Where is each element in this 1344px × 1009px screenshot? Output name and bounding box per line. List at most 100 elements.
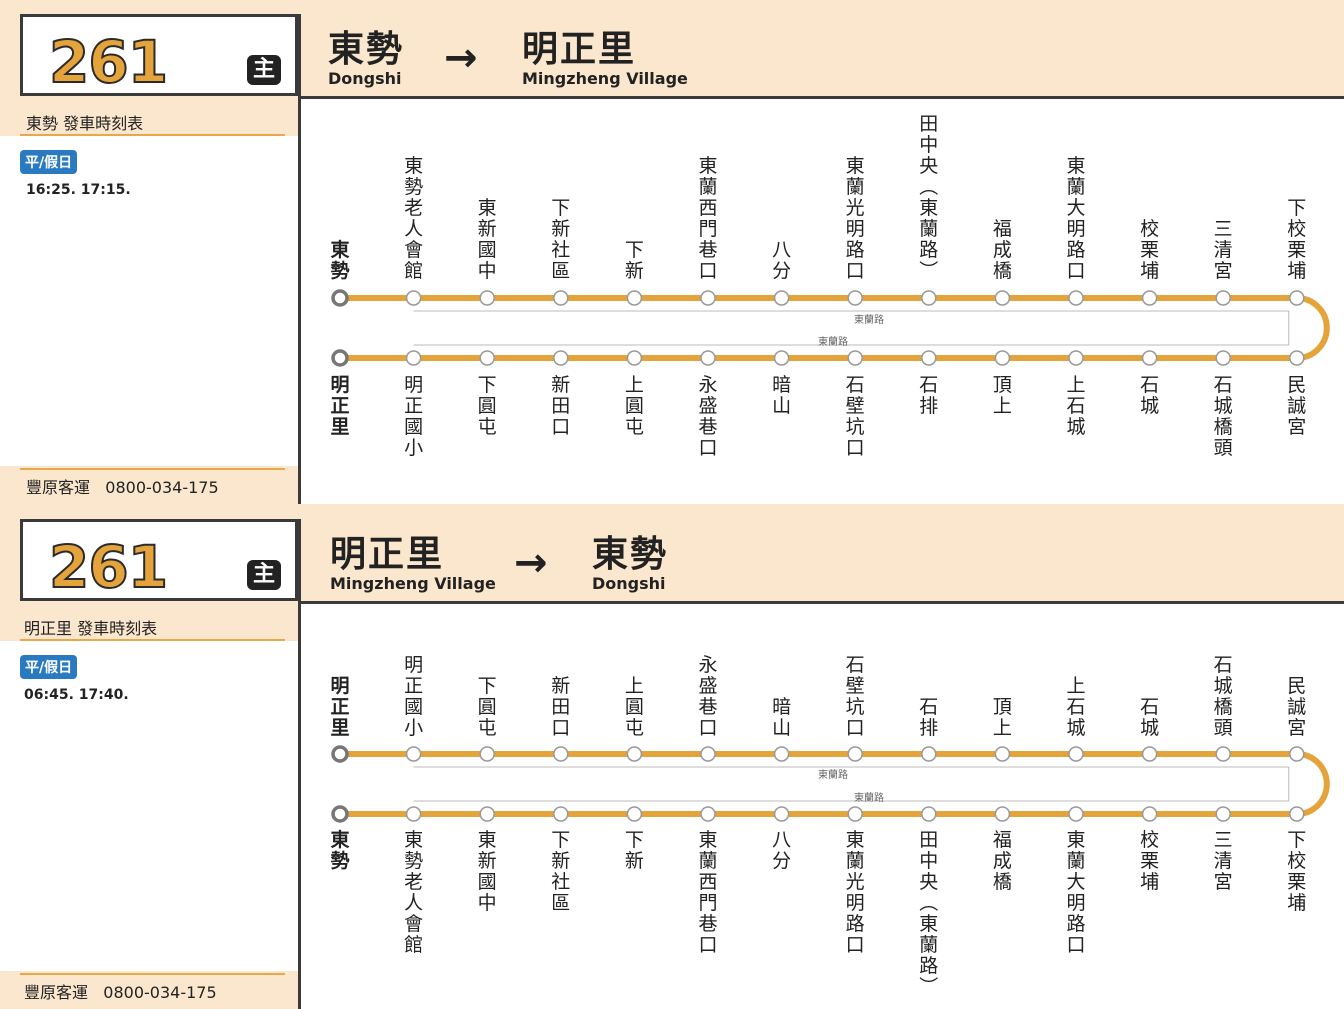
- terminal-stop-marker: [331, 289, 349, 307]
- terminal-stop-marker: [331, 805, 349, 823]
- main-route-badge: 主: [247, 55, 281, 85]
- stop-marker: [405, 746, 422, 762]
- operator-phone: 0800-034-175: [103, 983, 217, 1002]
- stop-name: 新田口: [551, 675, 571, 739]
- stop-name: 石壁坑口: [845, 654, 865, 739]
- stop-name: 下校栗埔: [1287, 197, 1307, 282]
- stop-marker: [847, 290, 863, 306]
- stop-marker: [994, 290, 1011, 306]
- departure-times: 16:25. 17:15.: [26, 182, 131, 198]
- stop-name: 下新: [624, 239, 644, 282]
- stop-name: 福成橋: [992, 829, 1012, 893]
- road-label: 東蘭路: [854, 315, 884, 326]
- stop-marker: [626, 746, 643, 762]
- stop-name: 東蘭光明路口: [845, 155, 865, 282]
- stop-name: 石壁坑口: [845, 374, 865, 459]
- stop-marker: [1068, 806, 1084, 822]
- route-panel-inbound: 261 主 明正里 發車時刻表 平/假日 06:45. 17:40. 豐原客運 …: [0, 505, 1344, 1009]
- stop-name: 八分: [772, 829, 792, 872]
- stop-marker: [773, 290, 790, 306]
- stop-name: 下圓屯: [477, 675, 497, 739]
- stop-marker: [1141, 350, 1158, 366]
- stop-marker: [479, 806, 495, 822]
- stop-name: 石城: [1140, 374, 1160, 417]
- stop-name: 福成橋: [992, 218, 1012, 282]
- stop-name: 三清宮: [1213, 218, 1233, 282]
- stop-marker: [1068, 290, 1084, 306]
- stop-name: 三清宮: [1213, 829, 1233, 893]
- stop-name: 東蘭西門巷口: [698, 155, 718, 282]
- stop-marker: [773, 350, 790, 366]
- stop-name: 石排: [919, 696, 939, 739]
- day-type-badge: 平/假日: [20, 655, 78, 679]
- stop-name: 東勢: [330, 829, 350, 872]
- stop-marker: [1141, 806, 1158, 822]
- route-line-svg: [331, 289, 1330, 367]
- stop-marker: [1215, 746, 1231, 762]
- stop-marker: [921, 350, 937, 366]
- road-outline: [413, 766, 1290, 802]
- stop-marker: [773, 746, 790, 762]
- stop-marker: [1215, 806, 1231, 822]
- stop-name: 石城橋頭: [1213, 374, 1233, 459]
- stop-name: 下新社區: [551, 829, 571, 914]
- timetable-column: 明正里 發車時刻表 平/假日 06:45. 17:40. 豐原客運 0800-0…: [0, 601, 298, 1009]
- stop-marker: [847, 806, 863, 822]
- stop-name: 下校栗埔: [1287, 829, 1307, 914]
- stop-name: 永盛巷口: [698, 374, 718, 459]
- stop-name: 東蘭光明路口: [845, 829, 865, 956]
- stop-marker: [1141, 290, 1158, 306]
- stop-name: 暗山: [772, 374, 792, 417]
- stop-marker: [553, 806, 569, 822]
- stop-marker: [626, 350, 643, 366]
- stop-name: 校栗埔: [1140, 218, 1160, 282]
- stop-name: 上圓屯: [624, 374, 644, 438]
- destination-name-en: Dongshi: [592, 574, 666, 593]
- route-line: [340, 295, 1330, 361]
- stop-name: 校栗埔: [1140, 829, 1160, 893]
- stop-name: 下新社區: [551, 197, 571, 282]
- direction-arrow: →: [514, 540, 548, 586]
- route-line: [340, 751, 1330, 817]
- stop-name: 東蘭西門巷口: [698, 829, 718, 956]
- destination: 東勢 Dongshi: [592, 535, 668, 593]
- origin-name-en: Dongshi: [328, 69, 402, 88]
- operator-info: 豐原客運 0800-034-175: [24, 979, 217, 1003]
- route-number-box: 261 主: [20, 519, 298, 602]
- timetable-title: 東勢 發車時刻表: [26, 114, 144, 133]
- stop-marker: [1141, 746, 1158, 762]
- terminal-stop-marker: [331, 745, 349, 763]
- operator-name: 豐原客運: [26, 478, 91, 497]
- stop-marker: [553, 746, 569, 762]
- departure-times: 06:45. 17:40.: [24, 687, 129, 703]
- stop-marker: [700, 350, 716, 366]
- stop-marker: [553, 290, 569, 306]
- route-number: 261: [48, 532, 169, 602]
- route-map: 東蘭路東蘭路東勢東勢老人會館東新國中下新社區下新東蘭西門巷口八分東蘭光明路口田中…: [301, 99, 1344, 504]
- stop-marker: [479, 290, 495, 306]
- stop-name: 上石城: [1066, 675, 1086, 739]
- stop-name: 東蘭大明路口: [1066, 155, 1086, 282]
- stop-marker: [847, 746, 863, 762]
- stop-marker: [1289, 806, 1305, 822]
- road-label: 東蘭路: [854, 793, 884, 804]
- stop-marker: [773, 806, 790, 822]
- origin-name-zh: 東勢: [328, 29, 405, 70]
- stop-name: 田中央︵東蘭路︶: [919, 829, 939, 998]
- stop-name: 東新國中: [477, 829, 497, 914]
- stop-marker: [626, 806, 643, 822]
- stop-name: 八分: [772, 239, 792, 282]
- stop-name: 東新國中: [477, 197, 497, 282]
- destination-name-zh: 明正里: [522, 29, 637, 70]
- stop-name: 東勢老人會館: [404, 155, 424, 282]
- stop-marker: [921, 746, 937, 762]
- day-type-badge: 平/假日: [20, 150, 78, 174]
- timetable-column: 東勢 發車時刻表 平/假日 16:25. 17:15. 豐原客運 0800-03…: [0, 96, 298, 504]
- destination-name-zh: 東勢: [592, 534, 669, 575]
- stop-name: 新田口: [551, 374, 571, 438]
- stop-marker: [479, 746, 495, 762]
- stop-name: 石城橋頭: [1213, 654, 1233, 739]
- route-line-svg: [331, 745, 1330, 823]
- stop-marker: [1289, 350, 1305, 366]
- stop-marker: [1068, 746, 1084, 762]
